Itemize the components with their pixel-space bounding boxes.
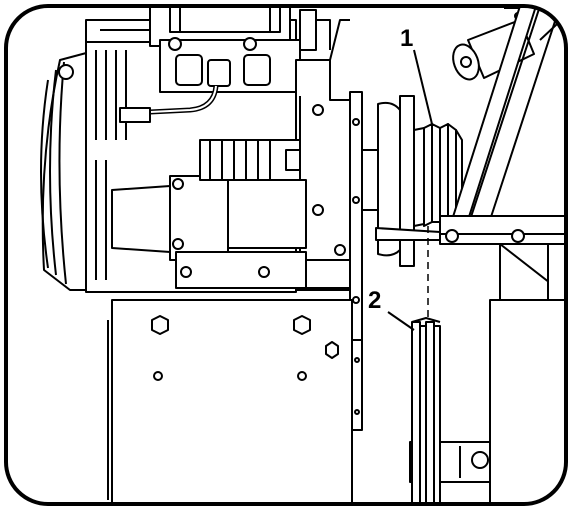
callout-leader-1 [413, 49, 433, 125]
base-plate [107, 299, 363, 504]
lower-frame [409, 299, 566, 504]
flywheel-housing [40, 51, 91, 291]
frame-border [4, 4, 568, 506]
starter-motor [111, 139, 307, 261]
callout-label-1: 1 [400, 25, 413, 52]
frame-rails [375, 6, 566, 305]
engine-base [175, 251, 351, 289]
callout-leader-2 [387, 311, 415, 331]
callout-label-2: 2 [368, 287, 381, 314]
idler-motor [452, 7, 535, 81]
carburetor-assembly [119, 6, 331, 123]
lower-pulley [411, 317, 441, 504]
engine-side-cover [295, 19, 351, 291]
